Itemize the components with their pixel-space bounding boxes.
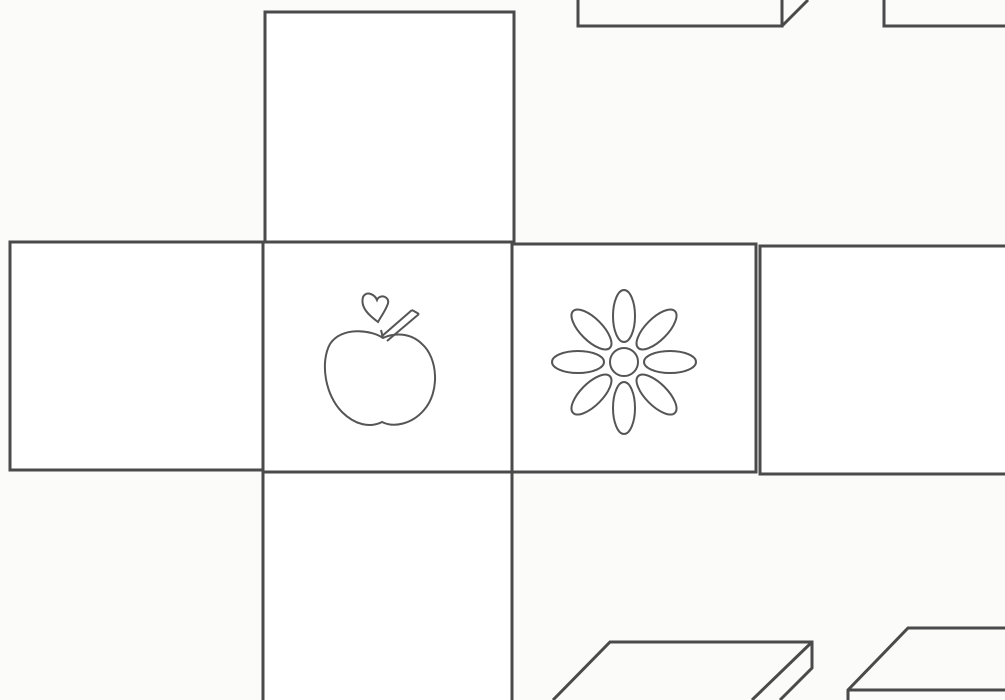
net-face-bottom[interactable] bbox=[263, 472, 512, 700]
cube-option-bottom-left[interactable] bbox=[553, 642, 812, 700]
net-face-center-left[interactable] bbox=[263, 242, 512, 472]
cube-option-top-left[interactable] bbox=[578, 0, 808, 26]
net-face-top[interactable] bbox=[265, 12, 514, 242]
cube-option-bottom-right[interactable] bbox=[848, 628, 1005, 700]
cube-option-top-right[interactable] bbox=[884, 0, 1005, 26]
cube-net bbox=[10, 12, 1005, 700]
net-face-right[interactable] bbox=[760, 246, 1005, 474]
net-face-left[interactable] bbox=[10, 242, 263, 470]
